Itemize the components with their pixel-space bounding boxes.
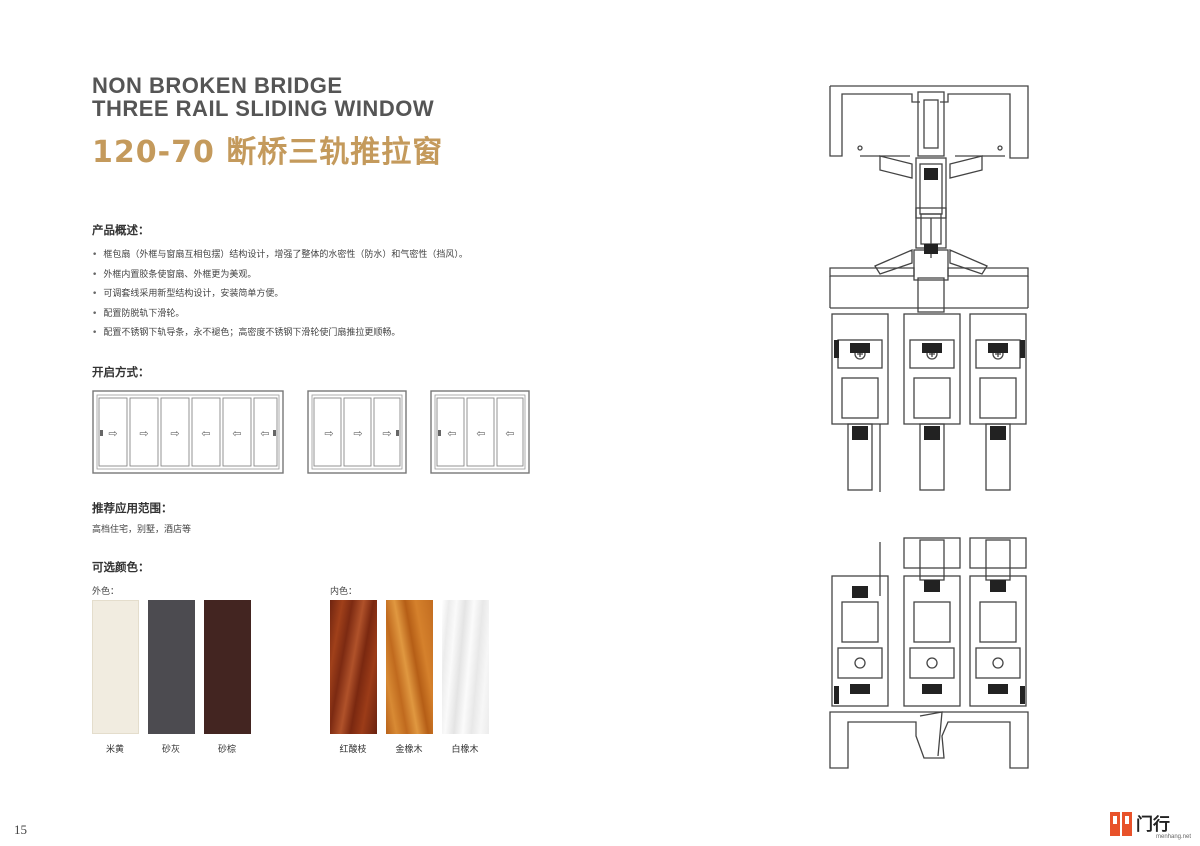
svg-text:门行: 门行	[1136, 814, 1170, 835]
outer-color-label: 外色：	[92, 587, 120, 597]
arrow-left-icon: ⇦	[476, 427, 485, 440]
application-text: 高档住宅，别墅，酒店等	[92, 525, 192, 535]
swatch-label: 砂灰	[161, 745, 180, 755]
window-diagram-three-panel-right: ⇨ ⇨ ⇨	[307, 390, 407, 474]
application-heading: 推荐应用范围：	[92, 501, 173, 515]
arrow-left-icon: ⇦	[232, 427, 241, 440]
arrow-left-icon: ⇦	[260, 427, 269, 440]
overview-item: 可调套线采用新型结构设计，安装简单方便。	[92, 285, 468, 305]
swatch-label: 米黄	[105, 745, 124, 755]
title-cn: 120-70 断桥三轨推拉窗	[92, 135, 444, 170]
menhang-logo-icon: 门行 menhang.net	[1110, 812, 1191, 840]
arrow-right-icon: ⇨	[170, 427, 179, 440]
brand-logo: 门行 menhang.net	[1110, 808, 1194, 844]
window-diagram-three-panel-left: ⇦ ⇦ ⇦	[430, 390, 530, 474]
opening-heading: 开启方式：	[92, 365, 150, 379]
colors-heading: 可选颜色：	[92, 560, 150, 574]
overview-item: 配置不锈钢下轨导条，永不褪色；高密度不锈钢下滑轮使门扇推拉更顺畅。	[92, 324, 468, 344]
swatch-label: 金橡木	[395, 745, 423, 755]
cross-section-lower-drawing	[829, 537, 1029, 769]
arrow-right-icon: ⇨	[108, 427, 117, 440]
overview-item: 框包扇（外框与窗扇互相包摆）结构设计，增强了整体的水密性（防水）和气密性（挡风）…	[92, 246, 468, 266]
swatch-beige	[92, 600, 139, 734]
arrow-right-icon: ⇨	[324, 427, 333, 440]
overview-heading: 产品概述：	[92, 223, 150, 237]
svg-text:menhang.net: menhang.net	[1156, 834, 1191, 840]
arrow-right-icon: ⇨	[139, 427, 148, 440]
title-en-line2: THREE RAIL SLIDING WINDOW	[92, 96, 435, 121]
arrow-left-icon: ⇦	[447, 427, 456, 440]
arrow-left-icon: ⇦	[201, 427, 210, 440]
swatch-label: 白橡木	[451, 745, 479, 755]
page-number: 15	[14, 822, 27, 837]
overview-item: 外框内置胶条使窗扇、外框更为美观。	[92, 266, 468, 286]
swatch-label: 红酸枝	[339, 745, 367, 755]
arrow-left-icon: ⇦	[505, 427, 514, 440]
swatch-sand-grey	[148, 600, 195, 734]
cross-section-upper-drawing	[829, 85, 1029, 492]
swatch-label: 砂棕	[217, 745, 236, 755]
swatch-golden-oak	[386, 600, 433, 734]
overview-item: 配置防脱轨下滑轮。	[92, 305, 468, 325]
title-en-line1: NON BROKEN BRIDGE	[92, 73, 343, 98]
arrow-right-icon: ⇨	[382, 427, 391, 440]
overview-list: 框包扇（外框与窗扇互相包摆）结构设计，增强了整体的水密性（防水）和气密性（挡风）…	[92, 246, 468, 344]
inner-color-label: 内色：	[330, 587, 358, 597]
arrow-right-icon: ⇨	[353, 427, 362, 440]
swatch-sand-brown	[204, 600, 251, 734]
swatch-white-oak	[442, 600, 489, 734]
window-diagram-six-panel: ⇨ ⇨ ⇨ ⇦ ⇦ ⇦	[92, 390, 284, 474]
swatch-red-rosewood	[330, 600, 377, 734]
